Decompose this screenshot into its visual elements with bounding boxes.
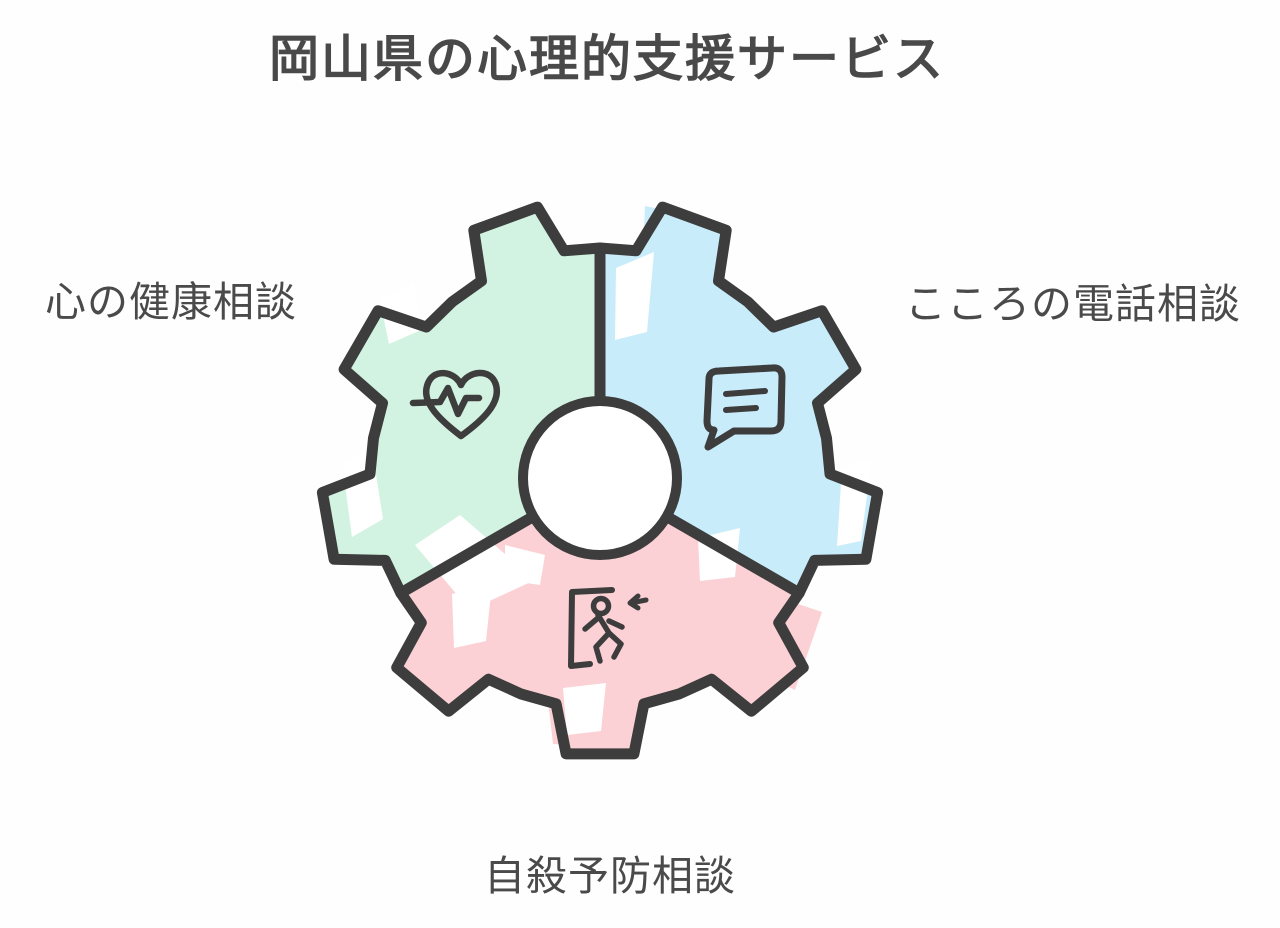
section-label-phone-consult: こころの電話相談 xyxy=(905,281,1241,327)
bubble-outline xyxy=(703,364,786,451)
runner-body xyxy=(582,612,625,664)
gear-hub xyxy=(518,396,682,560)
bubble-text-lines xyxy=(723,388,768,413)
heart-outline xyxy=(422,369,501,440)
section-label-mental-health: 心の健康相談 xyxy=(45,279,297,325)
arrow-left-icon xyxy=(627,593,649,611)
gear-outline xyxy=(316,201,884,760)
door-frame xyxy=(568,587,615,669)
speech-bubble-icon xyxy=(703,364,786,451)
heart-pulse-icon xyxy=(409,369,501,440)
diagram-title: 岡山県の心理的支援サービス xyxy=(269,31,945,87)
section-label-suicide-prevention: 自殺予防相談 xyxy=(484,853,736,899)
exit-run-icon xyxy=(568,587,649,669)
pulse-line xyxy=(409,384,483,418)
runner-head xyxy=(590,595,612,617)
